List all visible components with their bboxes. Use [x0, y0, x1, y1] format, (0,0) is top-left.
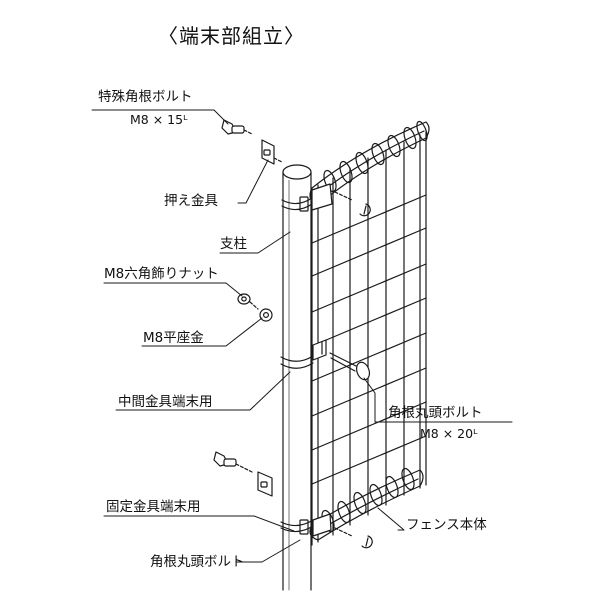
top-bracket — [281, 183, 333, 212]
leader-lines — [91, 109, 513, 563]
bottom-bracket — [280, 513, 332, 537]
fence-panel — [309, 120, 430, 546]
bottom-special-bolt — [213, 451, 273, 497]
top-right-bolt — [334, 191, 371, 217]
label-carriage-bolt-size: M8 × 20ᴸ — [420, 426, 478, 441]
label-post: 支柱 — [220, 236, 247, 252]
label-fixed-bracket: 固定金具端末用 — [106, 499, 201, 515]
label-fence-body: フェンス本体 — [406, 517, 487, 533]
post — [282, 164, 312, 591]
middle-bracket — [280, 339, 327, 369]
bottom-right-bolt — [334, 527, 373, 549]
middle-carriage-bolt — [329, 352, 371, 381]
diagram-title: 〈端末部組立〉 — [158, 24, 305, 48]
label-presser: 押え金具 — [164, 193, 218, 209]
label-special-bolt-size: M8 × 15ᴸ — [130, 112, 188, 127]
label-special-bolt: 特殊角根ボルト — [98, 89, 193, 105]
top-special-bolt — [221, 119, 283, 165]
label-hex-nut: M8六角飾りナット — [104, 266, 219, 282]
hex-nut — [237, 293, 251, 305]
label-bottom-bolt: 角根丸頭ボルト — [150, 554, 245, 570]
label-carriage-bolt: 角根丸頭ボルト — [388, 405, 483, 421]
flat-washer — [249, 301, 273, 322]
label-mid-bracket: 中間金具端末用 — [118, 394, 213, 410]
label-washer: M8平座金 — [143, 330, 204, 346]
